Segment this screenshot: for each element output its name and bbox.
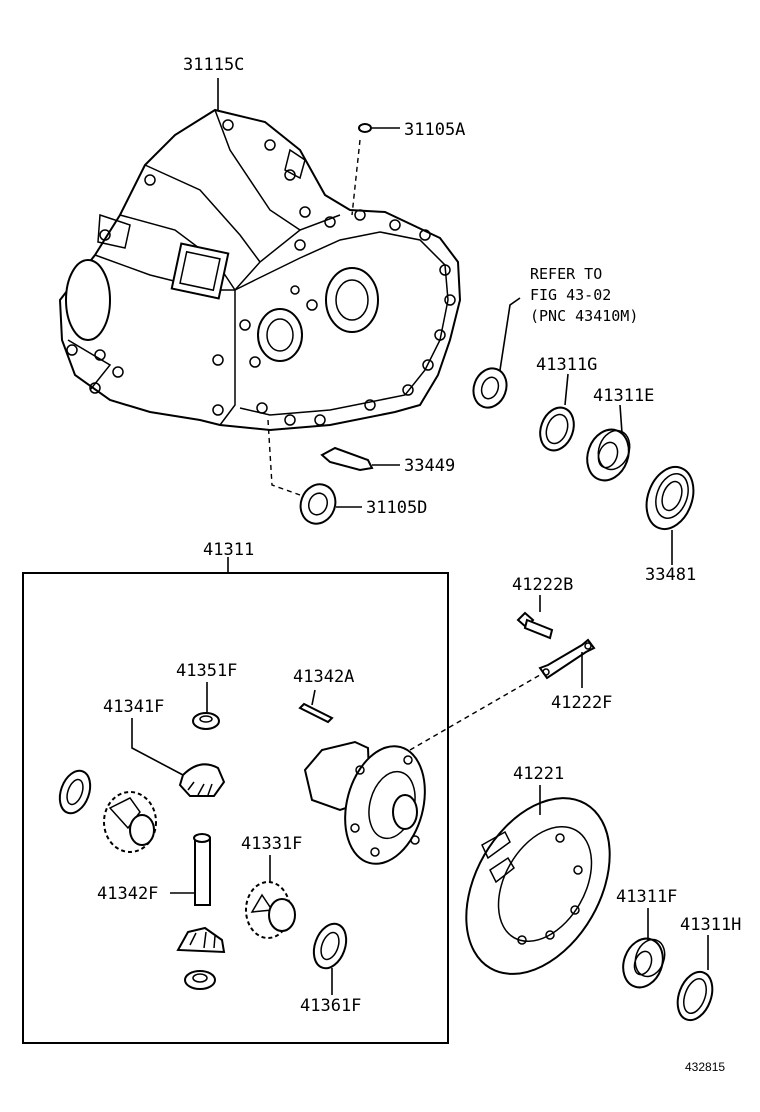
label-41222F: 41222F	[551, 693, 612, 713]
side-gear-left	[103, 791, 157, 853]
washer-lower	[184, 970, 216, 990]
oil-seal-31105D	[299, 483, 337, 525]
label-41311: 41311	[203, 540, 254, 560]
label-41311G: 41311G	[536, 355, 597, 375]
differential-case	[303, 740, 426, 865]
shim-41311H	[676, 935, 714, 1022]
label-31115C: 31115C	[183, 55, 244, 75]
bolt-41222B	[516, 595, 554, 640]
label-41342A: 41342A	[293, 667, 354, 687]
reference-line-2: FIG 43-02	[530, 286, 611, 304]
washer-left	[58, 769, 92, 815]
leader-lines-box	[131, 682, 333, 995]
label-41311F: 41311F	[616, 887, 677, 907]
label-41311H: 41311H	[680, 915, 741, 935]
reference-line-3: (PNC 43410M)	[530, 307, 638, 325]
shaft-41342F	[193, 833, 211, 906]
differential-group-box	[22, 557, 449, 1044]
oil-seal-33481	[645, 466, 695, 530]
label-41351F: 41351F	[176, 661, 237, 681]
label-41221: 41221	[513, 764, 564, 784]
dashed-connector	[409, 674, 541, 751]
transaxle-case	[58, 108, 462, 432]
ring-gear-41221	[465, 785, 611, 975]
plug-31105A	[358, 123, 372, 133]
pinion-gear-lower	[176, 926, 226, 954]
pinion-gear-41341F	[178, 763, 226, 797]
washer-41351F	[192, 712, 220, 730]
lock-plate-41222F	[538, 638, 596, 688]
reference-line-1: REFER TO	[530, 265, 602, 283]
label-41331F: 41331F	[241, 834, 302, 854]
label-41341F: 41341F	[103, 697, 164, 717]
label-41222B: 41222B	[512, 575, 573, 595]
washer-41361F	[312, 922, 348, 970]
plate-33449	[320, 446, 374, 472]
label-33481: 33481	[645, 565, 696, 585]
bearing-41311E	[586, 428, 631, 482]
oil-seal-ref-fig	[472, 367, 508, 409]
side-gear-41331F	[245, 881, 296, 939]
pin-41342A	[298, 702, 334, 724]
label-31105A: 31105A	[404, 120, 465, 140]
label-31105D: 31105D	[366, 498, 427, 518]
label-41311E: 41311E	[593, 386, 654, 406]
label-41361F: 41361F	[300, 996, 361, 1016]
leader-lines-top	[217, 78, 673, 565]
shim-41311G	[539, 406, 575, 452]
diagram-id: 432815	[685, 1060, 725, 1074]
label-41342F: 41342F	[97, 884, 158, 904]
label-33449: 33449	[404, 456, 455, 476]
bearing-41311F	[622, 908, 666, 989]
